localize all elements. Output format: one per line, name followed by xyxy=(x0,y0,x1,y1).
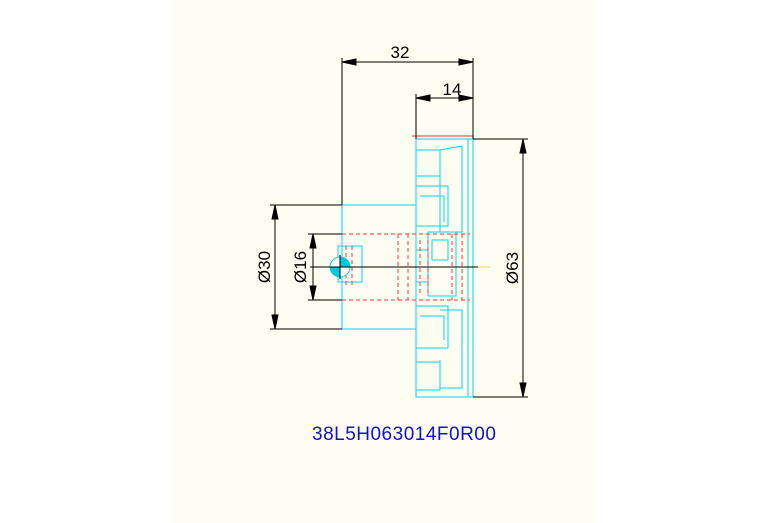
drawing-sheet xyxy=(174,0,595,523)
part-code-label: 38L5H063014F0R00 xyxy=(312,424,497,445)
bore-center-symbol xyxy=(328,255,352,279)
dimension-lines xyxy=(270,58,528,398)
dim-overall-length: 32 xyxy=(391,43,410,62)
dim-outer-diameter: Ø63 xyxy=(503,252,522,284)
hidden-lines xyxy=(342,233,470,301)
part-outline xyxy=(337,138,474,398)
dim-hub-diameter: Ø30 xyxy=(255,251,274,283)
dim-hub-length: 14 xyxy=(443,80,462,99)
dim-bore-diameter: Ø16 xyxy=(291,251,310,283)
